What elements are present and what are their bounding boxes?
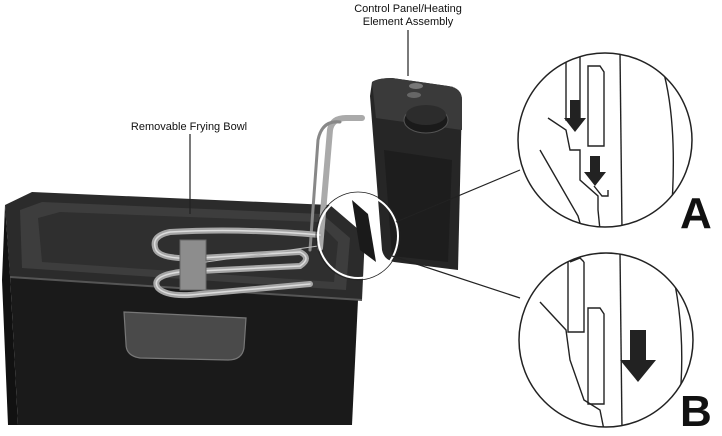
element-bracket: [179, 239, 207, 291]
control-panel-label-line2: Element Assembly: [362, 16, 454, 28]
arrow-down-icon: [564, 100, 586, 132]
arrow-down-icon: [620, 330, 656, 382]
detail-b-view: [518, 252, 694, 428]
leader-lines: [189, 30, 521, 299]
arrow-down-icon: [584, 156, 606, 186]
control-panel-label-line1: Control Panel/Heating: [354, 3, 462, 15]
indicator-light: [409, 83, 423, 89]
detail-b-letter: B: [680, 387, 712, 436]
frying-bowl-label: Removable Frying Bowl: [130, 121, 248, 133]
indicator-light-2: [407, 92, 421, 98]
bowl-handle: [123, 311, 247, 361]
detail-a-letter: A: [680, 189, 712, 238]
heating-element: [151, 115, 365, 299]
detail-a-view: [517, 52, 693, 228]
control-panel-assembly: [352, 78, 462, 270]
detail-callout-circle: [317, 193, 399, 279]
